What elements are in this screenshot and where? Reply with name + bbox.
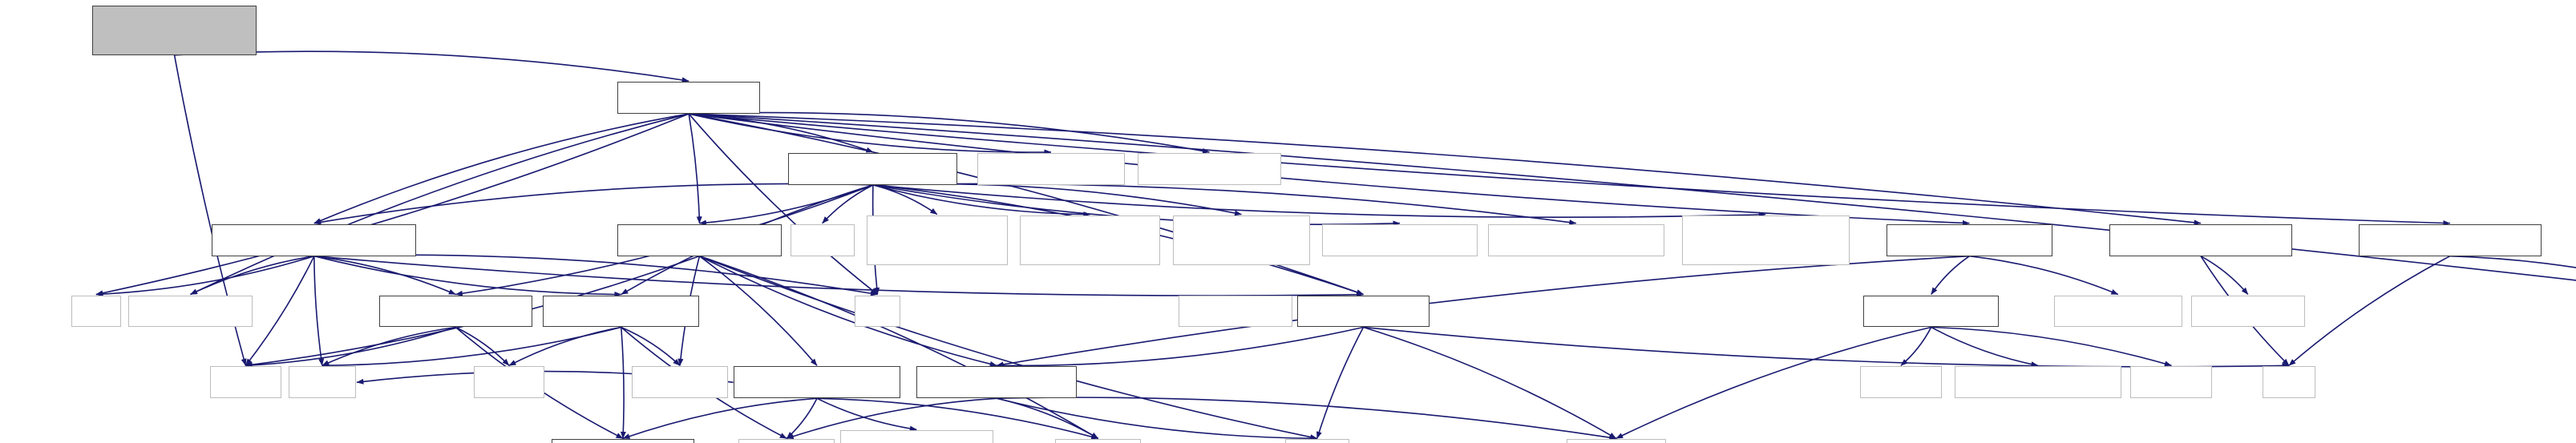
graph-edge-statuscode-to-ostream xyxy=(816,397,1099,440)
graph-edge-grammars-to-commonparsers xyxy=(313,183,873,225)
graph-edge-vectormap-to-mapbase xyxy=(699,255,997,367)
graph-edge-mapbase-to-functional xyxy=(786,397,997,440)
graph-node-functionalhash[interactable] xyxy=(1954,366,2122,399)
graph-node-functional[interactable] xyxy=(738,439,835,443)
graph-edge-commonparsers-to-vector xyxy=(245,256,315,366)
graph-edge-factory-to-mplassert xyxy=(688,113,1052,155)
graph-edge-factory-to-commonparsers xyxy=(313,113,689,224)
graph-edge-mapbase-to-typetraits xyxy=(997,397,1617,441)
graph-edge-stringkey-to-algorithm xyxy=(621,326,681,366)
graph-node-hashmap[interactable] xyxy=(1887,224,2052,256)
graph-node-fusionstdpair[interactable] xyxy=(867,215,1008,265)
graph-edge-stringkey-to-iosfwd xyxy=(508,326,621,367)
graph-node-hashH[interactable] xyxy=(1863,295,2000,328)
graph-node-spiritqi[interactable] xyxy=(1172,215,1310,265)
graph-node-vectormap[interactable] xyxy=(617,224,782,256)
graph-node-numeric[interactable] xyxy=(1859,366,1942,399)
graph-edge-mapH-to-typetraits xyxy=(1363,326,1617,440)
graph-node-algorithm[interactable] xyxy=(632,366,728,399)
graph-node-point4dtypes[interactable] xyxy=(2358,224,2542,256)
graph-edge-point4dtypes-to-mapStd xyxy=(2288,255,2451,366)
graph-edge-grammars-to-phoenixoperator xyxy=(872,183,1577,226)
graph-node-histodef[interactable] xyxy=(378,295,532,328)
graph-edge-commonparsers-to-histodef xyxy=(313,255,456,296)
graph-edge-statuscode-to-overloadhpp xyxy=(816,397,917,432)
graph-node-overloadhpp[interactable] xyxy=(839,430,993,443)
graph-edge-grammars-to-qiconfix xyxy=(872,184,1766,219)
graph-edge-mapH-to-mapStd xyxy=(1363,326,2290,368)
graph-edge-histodef-to-string xyxy=(321,326,456,367)
graph-node-point3dtypes[interactable] xyxy=(2109,224,2293,256)
graph-edge-root-to-factory xyxy=(174,50,689,83)
graph-edge-factory-to-vectormap xyxy=(688,113,702,224)
graph-node-root[interactable] xyxy=(92,5,257,55)
graph-edge-hashH-to-typetraits xyxy=(1616,326,1931,440)
graph-node-grammars[interactable] xyxy=(788,152,958,185)
graph-edge-hashmap-to-unorderedmap xyxy=(1969,255,2119,296)
graph-edge-vectormap-to-statuscode xyxy=(698,256,818,366)
graph-node-mplassert[interactable] xyxy=(977,152,1126,185)
graph-edge-commonparsers-to-set xyxy=(95,255,315,297)
graph-edge-mapbase-to-utility xyxy=(997,397,1318,441)
graph-edge-factory-to-vector4dtypes xyxy=(689,113,2576,281)
graph-node-statuscode[interactable] xyxy=(733,366,901,399)
graph-edge-factory-to-point4dtypes xyxy=(689,113,2451,226)
graph-edge-hashH-to-cstddef xyxy=(1931,326,2172,367)
graph-edge-mapH-to-mapbase xyxy=(996,326,1364,368)
graph-edge-factory-to-typetraitshpp xyxy=(689,111,1210,154)
graph-node-mapH[interactable] xyxy=(1297,295,1430,328)
graph-node-vector[interactable] xyxy=(209,366,281,399)
graph-edge-point3dtypes-to-mathpoint3d xyxy=(2200,255,2249,296)
graph-node-cstddef[interactable] xyxy=(2130,366,2213,399)
graph-node-kernelh[interactable] xyxy=(552,439,694,443)
graph-edge-grammars-to-tuple xyxy=(822,184,874,224)
graph-node-phoenixoperator[interactable] xyxy=(1487,224,1664,256)
graph-edge-commonparsers-to-string xyxy=(313,256,325,366)
graph-edge-factory-to-unorderedset xyxy=(190,113,689,296)
graph-node-phoenixcore[interactable] xyxy=(1322,224,1478,256)
graph-edge-statuscode-to-functional xyxy=(786,397,818,439)
graph-node-typetraits[interactable] xyxy=(1566,439,1666,443)
graph-edge-histodef-to-iosfwd xyxy=(455,326,510,366)
graph-edge-vectormap-to-utility xyxy=(699,255,1318,441)
graph-node-mapbase[interactable] xyxy=(916,366,1078,399)
graph-edge-factory-to-mapH xyxy=(688,113,1364,296)
graph-node-unorderedmap[interactable] xyxy=(2053,295,2182,328)
graph-edge-commonparsers-to-unorderedset xyxy=(190,255,314,296)
graph-node-initializerlist[interactable] xyxy=(1178,295,1292,328)
graph-node-unorderedset[interactable] xyxy=(127,295,253,328)
graph-edge-grammars-to-vectormap xyxy=(698,184,874,226)
graph-node-qiconfix[interactable] xyxy=(1681,215,1850,265)
graph-node-tuple[interactable] xyxy=(790,224,855,256)
graph-edge-factory-to-hashmap xyxy=(689,113,1970,226)
graph-edge-factory-to-list xyxy=(688,113,878,296)
graph-edge-factory-to-set xyxy=(95,113,689,296)
graph-edge-factory-to-point3dtypes xyxy=(689,113,2202,226)
graph-node-list[interactable] xyxy=(854,295,901,328)
graph-edge-mapH-to-utility xyxy=(1316,327,1365,439)
graph-edge-hashH-to-functionalhash xyxy=(1931,326,2039,368)
graph-edge-statuscode-to-kernelh xyxy=(622,397,818,440)
graph-node-fusionunused[interactable] xyxy=(1020,215,1161,265)
graph-edge-hashH-to-numeric xyxy=(1900,327,1932,366)
graph-node-string[interactable] xyxy=(288,366,356,399)
graph-edge-commonparsers-to-stringkey xyxy=(313,255,622,297)
graph-node-utility[interactable] xyxy=(1284,439,1349,443)
graph-edge-vectormap-to-ostream xyxy=(699,255,1099,440)
graph-node-iosfwd[interactable] xyxy=(473,366,545,399)
graph-node-mathpoint3d[interactable] xyxy=(2190,295,2305,328)
graph-edge-point4dtypes-to-vector4dtypes xyxy=(2449,255,2576,268)
graph-node-set[interactable] xyxy=(71,295,121,328)
graph-edge-stringkey-to-kernelh xyxy=(620,327,626,439)
graph-edge-hashmap-to-hashH xyxy=(1931,256,1970,295)
graph-node-ostream[interactable] xyxy=(1055,439,1141,443)
graph-node-stringkey[interactable] xyxy=(543,295,700,328)
graph-node-mapStd[interactable] xyxy=(2262,366,2316,399)
graph-edge-hashmap-to-mapbase xyxy=(996,255,1970,368)
graph-node-factory[interactable] xyxy=(617,82,760,115)
graph-node-commonparsers[interactable] xyxy=(212,224,417,256)
graph-node-typetraitshpp[interactable] xyxy=(1137,152,1282,185)
